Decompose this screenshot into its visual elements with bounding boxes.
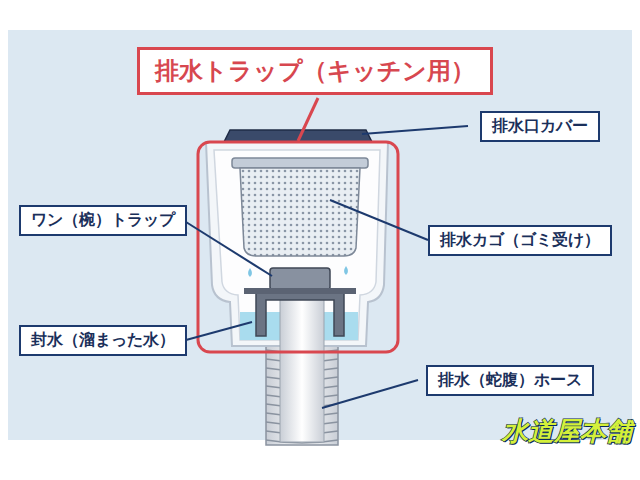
bowl-trap-top (270, 268, 330, 290)
leader-line (186, 222, 272, 276)
drop (344, 266, 348, 275)
callout-box: 排水口カバー (480, 111, 600, 142)
trap-frame (198, 142, 398, 352)
callout-box: 封水（溜まった水） (19, 325, 187, 356)
title-leader (298, 98, 318, 141)
bowl-trap-flange (244, 288, 356, 294)
leader-line (330, 200, 428, 240)
drop (248, 268, 252, 277)
callout-box: 排水カゴ（ゴミ受け） (428, 225, 612, 256)
title-text: 排水トラップ（キッチン用） (155, 55, 475, 87)
callout-text: ワン（椀）トラップ (31, 210, 175, 231)
bowl-trap (256, 290, 344, 336)
drain-basket (240, 168, 360, 256)
title-box: 排水トラップ（キッチン用） (137, 47, 493, 95)
callout-box: 排水（蛇腹）ホース (426, 365, 594, 396)
callout-box: ワン（椀）トラップ (19, 205, 187, 236)
watermark: 水道屋本舗 (502, 414, 632, 449)
basket-rim (232, 158, 368, 168)
callout-text: 封水（溜まった水） (31, 330, 175, 351)
drain-pipe (280, 282, 324, 442)
leader-line (362, 126, 468, 134)
callout-text: 排水カゴ（ゴミ受け） (440, 230, 600, 251)
leader-line (322, 380, 418, 408)
callout-text: 排水口カバー (492, 116, 588, 137)
leader-line (186, 322, 252, 340)
callout-text: 排水（蛇腹）ホース (438, 370, 582, 391)
